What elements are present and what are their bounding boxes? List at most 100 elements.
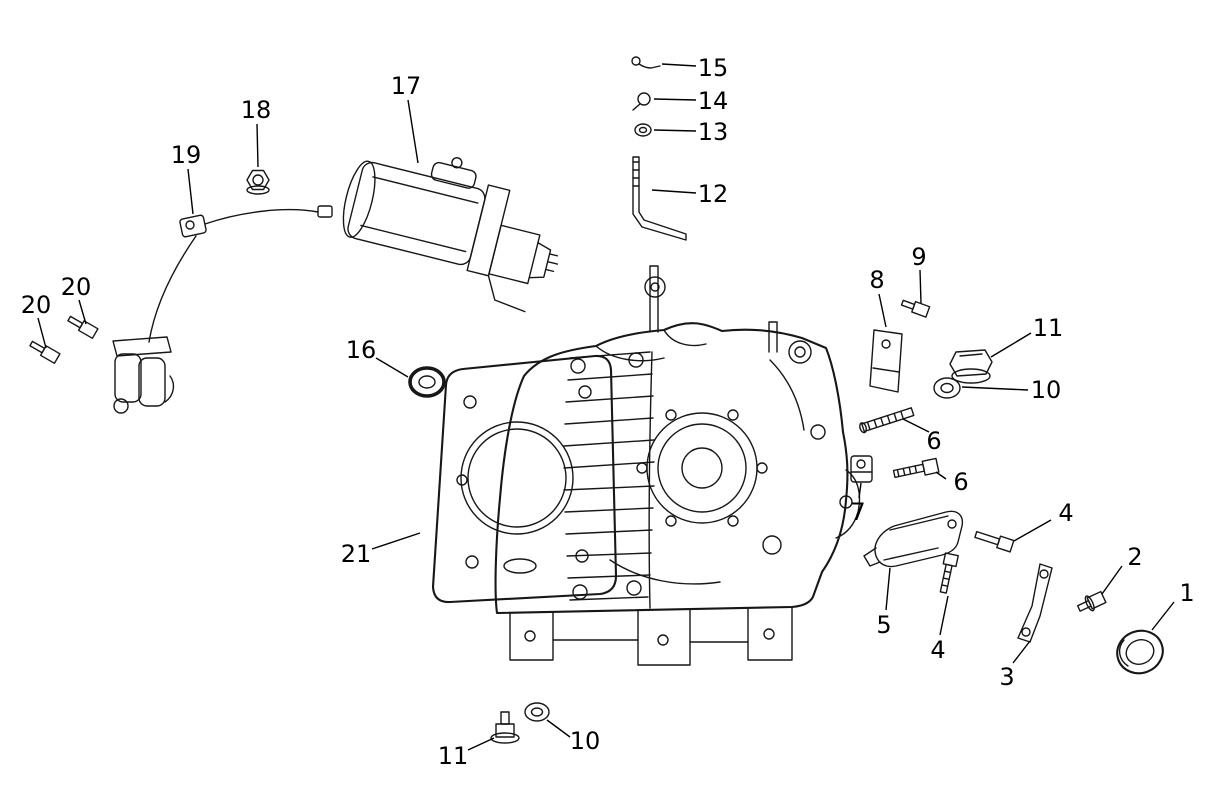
clip-15-drawing bbox=[631, 56, 661, 69]
callout-label: 8 bbox=[869, 266, 884, 294]
callout-9-12: 9 bbox=[911, 243, 927, 304]
callout-label: 9 bbox=[911, 243, 926, 271]
starter-motor-drawing bbox=[342, 157, 559, 313]
callout-label: 13 bbox=[698, 118, 729, 146]
callout-11-24: 11 bbox=[438, 737, 495, 770]
pipe-5-drawing bbox=[863, 510, 964, 568]
callout-leader-line bbox=[1013, 519, 1052, 542]
callout-leader-line bbox=[407, 99, 419, 164]
callout-leader-line bbox=[939, 595, 949, 636]
callout-15-0: 15 bbox=[661, 54, 729, 82]
spacer-7-drawing bbox=[850, 455, 873, 483]
callout-leader-line bbox=[1151, 601, 1175, 631]
bolt-14-drawing bbox=[632, 92, 651, 111]
callout-label: 6 bbox=[926, 427, 941, 455]
oil-seal-drawing bbox=[408, 366, 446, 398]
bolt-9-drawing bbox=[900, 299, 931, 318]
callout-10-25: 10 bbox=[546, 719, 601, 755]
nut-18-drawing bbox=[246, 169, 270, 195]
callout-label: 20 bbox=[21, 291, 52, 319]
callout-leader-line bbox=[371, 532, 421, 550]
callout-label: 1 bbox=[1179, 579, 1194, 607]
callout-11-13: 11 bbox=[990, 314, 1064, 358]
callout-label: 3 bbox=[999, 663, 1014, 691]
rod-12-drawing bbox=[632, 156, 687, 241]
callout-leader-line bbox=[78, 299, 87, 325]
callout-leader-line bbox=[885, 567, 891, 611]
callout-12-3: 12 bbox=[651, 180, 729, 208]
washer-10-bottom-drawing bbox=[524, 702, 550, 722]
callout-leader-line bbox=[187, 168, 194, 215]
callout-leader-line bbox=[878, 293, 887, 328]
callout-7-17: 7 bbox=[850, 482, 866, 526]
callout-label: 4 bbox=[1058, 499, 1073, 527]
callout-5-18: 5 bbox=[876, 567, 892, 639]
bolt-20a-drawing bbox=[67, 315, 99, 340]
callout-leader-line bbox=[653, 98, 697, 101]
callout-label: 21 bbox=[341, 540, 372, 568]
crankcase-drawing bbox=[494, 265, 861, 666]
callout-leader-line bbox=[902, 418, 930, 433]
engine-drawing bbox=[29, 56, 1164, 744]
callout-leader-line bbox=[256, 123, 259, 168]
callout-18-5: 18 bbox=[241, 96, 272, 168]
callout-label: 10 bbox=[570, 727, 601, 755]
callout-19-6: 19 bbox=[171, 141, 202, 215]
callout-label: 7 bbox=[850, 498, 865, 526]
callout-16-9: 16 bbox=[346, 336, 409, 378]
callout-2-22: 2 bbox=[1101, 543, 1143, 595]
bolt-4a-drawing bbox=[974, 530, 1015, 553]
callout-6-15: 6 bbox=[902, 418, 942, 455]
callout-14-1: 14 bbox=[653, 87, 729, 115]
callout-leader-line bbox=[990, 332, 1032, 358]
bolt-11-bottom-drawing bbox=[490, 711, 520, 744]
cylinder-fins-drawing bbox=[563, 351, 655, 601]
callout-10-14: 10 bbox=[961, 376, 1062, 404]
callout-label: 5 bbox=[876, 611, 891, 639]
callout-leader-line bbox=[467, 737, 495, 751]
callout-leader-line bbox=[919, 269, 922, 304]
callout-leader-line bbox=[37, 317, 47, 349]
callout-leader-line bbox=[653, 129, 697, 132]
callout-label: 11 bbox=[1033, 314, 1064, 342]
callout-21-10: 21 bbox=[341, 532, 421, 568]
callout-leader-line bbox=[935, 471, 947, 480]
plug-11-drawing bbox=[949, 349, 993, 384]
callout-label: 15 bbox=[698, 54, 729, 82]
callout-6-16: 6 bbox=[935, 468, 969, 496]
callout-leader-line bbox=[651, 189, 697, 194]
callout-leader-line bbox=[1101, 565, 1123, 595]
callout-leader-line bbox=[1012, 640, 1031, 664]
callout-17-4: 17 bbox=[391, 72, 422, 164]
callout-3-21: 3 bbox=[999, 640, 1031, 691]
callout-label: 17 bbox=[391, 72, 422, 100]
plate-8-drawing bbox=[869, 329, 903, 393]
bracket-3-drawing bbox=[1017, 563, 1053, 643]
callout-20-7: 20 bbox=[61, 273, 91, 325]
callout-leader-line bbox=[961, 386, 1029, 391]
nut-13-drawing bbox=[634, 123, 652, 137]
callout-label: 14 bbox=[698, 87, 729, 115]
callout-leader-line bbox=[661, 63, 697, 67]
callout-20-8: 20 bbox=[21, 291, 52, 349]
callout-label: 16 bbox=[346, 336, 377, 364]
callout-4-20: 4 bbox=[930, 595, 949, 664]
callout-label: 19 bbox=[171, 141, 202, 169]
callout-leader-line bbox=[546, 719, 571, 738]
callout-label: 18 bbox=[241, 96, 272, 124]
callout-label: 2 bbox=[1127, 543, 1142, 571]
callout-label: 12 bbox=[698, 180, 729, 208]
callout-label: 4 bbox=[930, 636, 945, 664]
callout-label: 11 bbox=[438, 742, 469, 770]
bolt-20b-drawing bbox=[29, 340, 61, 365]
callout-leader-line bbox=[858, 482, 862, 499]
seal-1-drawing bbox=[1116, 629, 1164, 675]
callout-label: 10 bbox=[1031, 376, 1062, 404]
callout-4-19: 4 bbox=[1013, 499, 1074, 542]
ignition-coil-drawing bbox=[112, 205, 333, 414]
bolt-4b-drawing bbox=[939, 552, 959, 594]
stud-6-drawing bbox=[859, 407, 915, 434]
bolt-2-drawing bbox=[1076, 590, 1107, 612]
